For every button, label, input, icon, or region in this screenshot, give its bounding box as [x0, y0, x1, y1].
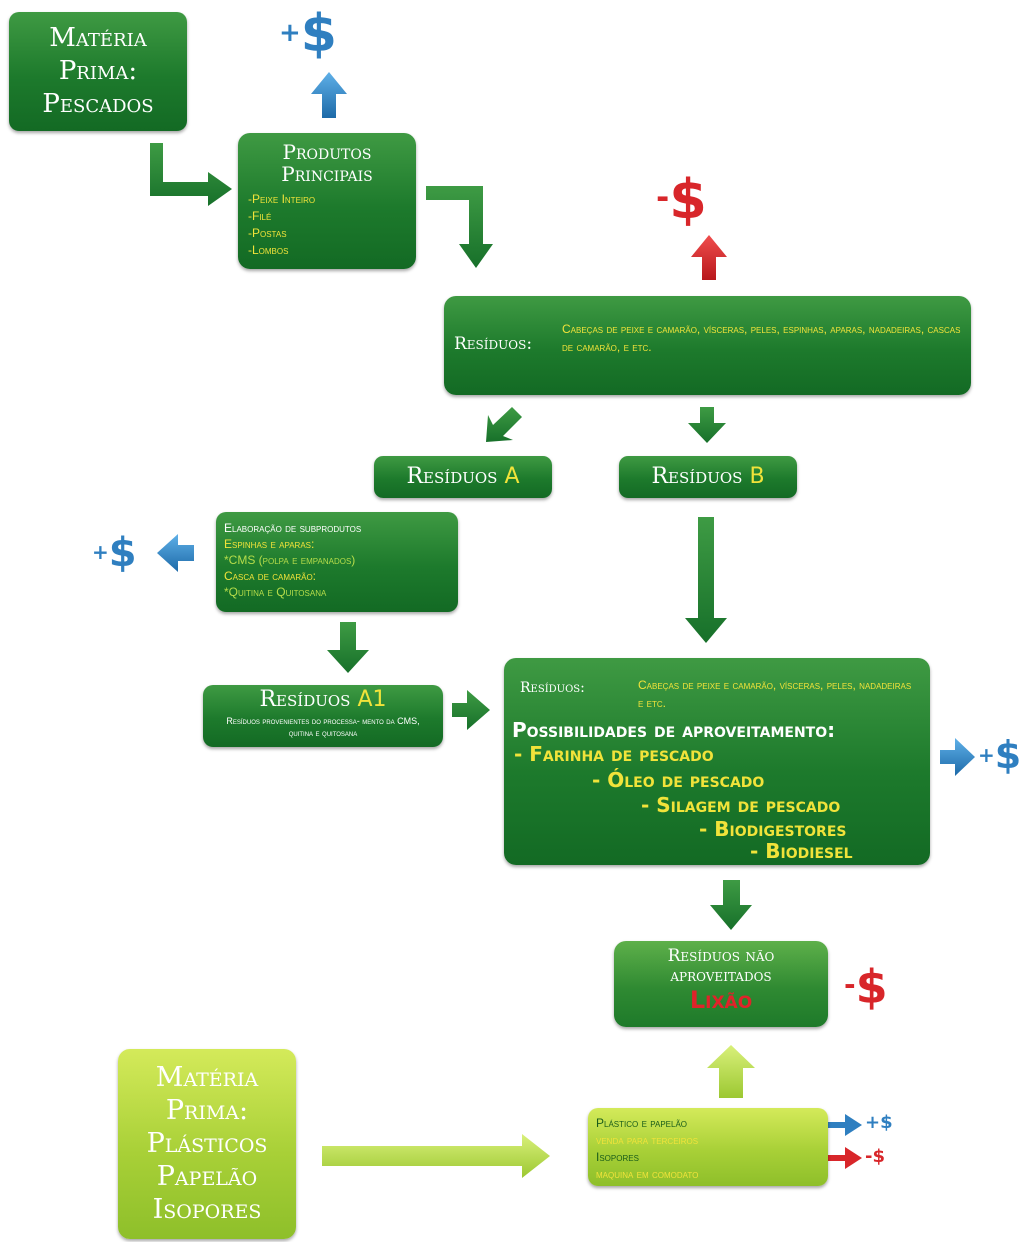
plus-dollar-top: +$ — [279, 4, 337, 64]
item-oleo: - Óleo de pescado — [592, 768, 765, 792]
produto-item: -Peixe Inteiro — [248, 192, 316, 206]
subprodutos-title: Elaboração de subprodutos — [224, 521, 362, 535]
possibilidades-title: Possibilidades de aproveitamento: — [512, 718, 836, 742]
pescados-label: Pescados — [42, 89, 154, 119]
aproveitamento-residuos-text: Cabeças de peixe e camarão, vísceras, pe… — [638, 678, 912, 710]
nao-aproveitados-box: Resíduos não aproveitados Lixão — [614, 941, 828, 1027]
minus-dollar-small: -$ — [865, 1146, 885, 1167]
residuos-main-box: Resíduos: Cabeças de peixe e camarão, ví… — [444, 296, 971, 395]
nao-aproveitados-l2: aproveitados — [670, 966, 772, 986]
residuos-b-box: Resíduos B — [619, 456, 797, 498]
residuos-main-text: Cabeças de peixe e camarão, vísceras, pe… — [562, 322, 961, 354]
up-arrow-blue-1 — [311, 72, 347, 118]
materia-prima-plasticos-box: Matéria Prima: Plásticos Papelão Isopore… — [118, 1049, 296, 1239]
subprodutos-box: Elaboração de subprodutos Espinhas e apa… — [216, 512, 458, 612]
destino-l2: venda para terceiros — [596, 1133, 699, 1147]
destino-l3: Isopores — [596, 1150, 639, 1164]
down-arrow-b — [688, 407, 726, 443]
produtos-list: -Peixe Inteiro -Filé -Postas -Lombos — [238, 185, 416, 259]
item-farinha: - Farinha de pescado — [514, 742, 714, 766]
up-arrow-red-1 — [691, 235, 727, 280]
residuos-a1-title: Resíduos A1 — [259, 687, 387, 712]
produto-item: -Postas — [248, 226, 287, 240]
minus-dollar-lower: -$ — [844, 960, 888, 1014]
prima-label: Prima: — [58, 56, 138, 86]
nao-aproveitados-l1: Resíduos não — [667, 946, 775, 966]
materia-prima-pescados-box: Matéria Prima: Pescados — [9, 12, 187, 131]
plus-dollar-right: +$ — [978, 733, 1022, 777]
produto-item: -Lombos — [248, 243, 289, 257]
elbow-arrow-2 — [426, 186, 493, 268]
right-arrow-a1 — [452, 690, 490, 730]
plus-dollar-left: +$ — [92, 530, 137, 576]
lixao-label: Lixão — [689, 986, 753, 1014]
item-biodiesel: - Biodiesel — [750, 839, 853, 863]
right-arrow-light — [322, 1134, 550, 1178]
down-arrow-long-b — [685, 517, 727, 643]
down-arrow-lixao — [710, 880, 752, 930]
residuos-a-box: Resíduos A — [374, 456, 552, 498]
materia-label: Matéria — [49, 23, 147, 53]
down-arrow-a1 — [327, 622, 369, 673]
destino-l4: maquina em comodato — [596, 1167, 699, 1181]
diag-arrow-a — [486, 407, 522, 442]
right-arrow-blue — [940, 738, 975, 776]
aproveitamento-box: Resíduos: Cabeças de peixe e camarão, ví… — [504, 658, 930, 865]
item-silagem: - Silagem de pescado — [641, 793, 841, 817]
residuos-a1-box: Resíduos A1 Resíduos provenientes do pro… — [203, 685, 443, 747]
plus-dollar-small: +$ — [865, 1112, 893, 1133]
minus-dollar-top: -$ — [656, 168, 707, 231]
elbow-arrow-1 — [150, 143, 232, 206]
item-biodigestores: - Biodigestores — [699, 817, 847, 841]
up-arrow-light — [707, 1045, 755, 1098]
cms-label: *CMS (polpa e empanados) — [224, 553, 356, 567]
destino-box: Plástico e papelão venda para terceiros … — [588, 1108, 828, 1186]
residuos-a1-desc: Resíduos provenientes do processa- mento… — [226, 716, 420, 738]
aproveitamento-residuos-label: Resíduos: — [520, 680, 585, 696]
destino-l1: Plástico e papelão — [596, 1116, 687, 1130]
left-arrow-blue — [157, 534, 194, 572]
espinhas-label: Espinhas e aparas: — [224, 537, 315, 551]
produto-item: -Filé — [248, 209, 272, 223]
quitina-label: *Quitina e Quitosana — [224, 585, 327, 599]
residuos-main-label: Resíduos: — [454, 334, 533, 354]
casca-label: Casca de camarão: — [224, 569, 317, 583]
